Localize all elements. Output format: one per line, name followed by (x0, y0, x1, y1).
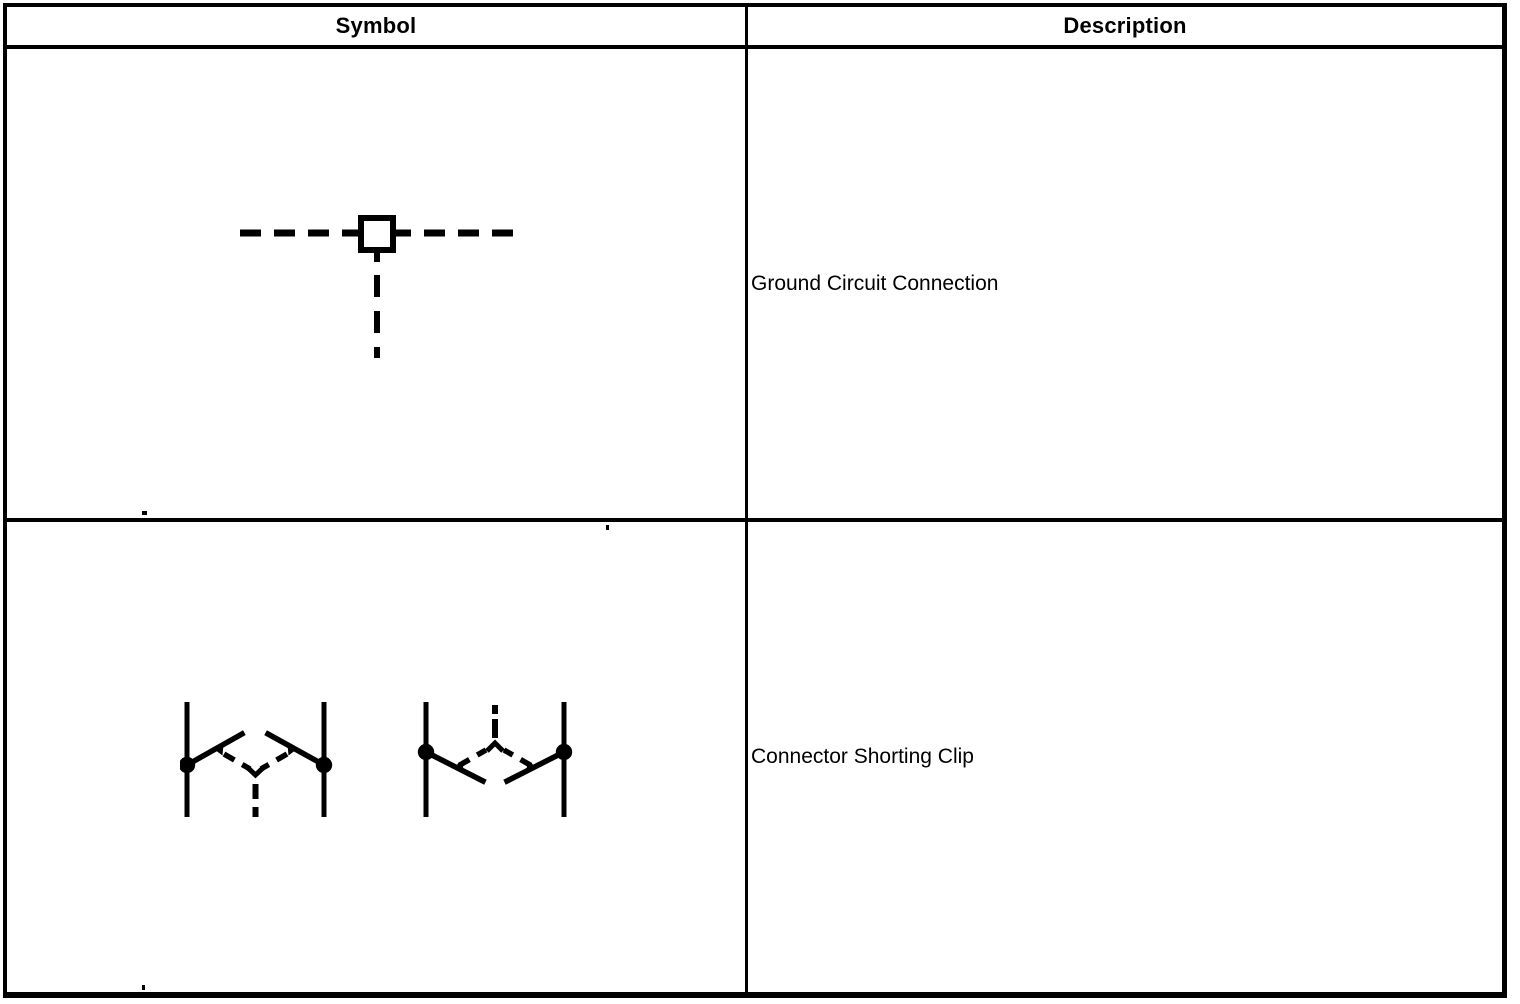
scan-artifact-dot (142, 985, 145, 990)
symbol-cell-ground-circuit (7, 49, 748, 522)
description-cell-shorting-clip: Connector Shorting Clip (748, 522, 1502, 992)
connector-shorting-clip-symbol (180, 702, 573, 817)
symbol-cell-shorting-clip (7, 522, 748, 992)
scan-artifact-dot (142, 511, 147, 515)
shorting-clip-open-variant (417, 702, 573, 817)
ground-circuit-connection-symbol (240, 215, 513, 358)
scan-artifact-dot (606, 525, 609, 530)
column-header-symbol: Symbol (7, 7, 748, 49)
column-header-description: Description (748, 7, 1502, 49)
shorting-clip-closed-variant (180, 702, 333, 817)
description-text: Connector Shorting Clip (751, 745, 974, 768)
description-cell-ground-circuit: Ground Circuit Connection (748, 49, 1502, 522)
description-text: Ground Circuit Connection (751, 271, 999, 295)
symbol-description-table: Symbol Description Ground Circuit Connec… (3, 3, 1507, 998)
